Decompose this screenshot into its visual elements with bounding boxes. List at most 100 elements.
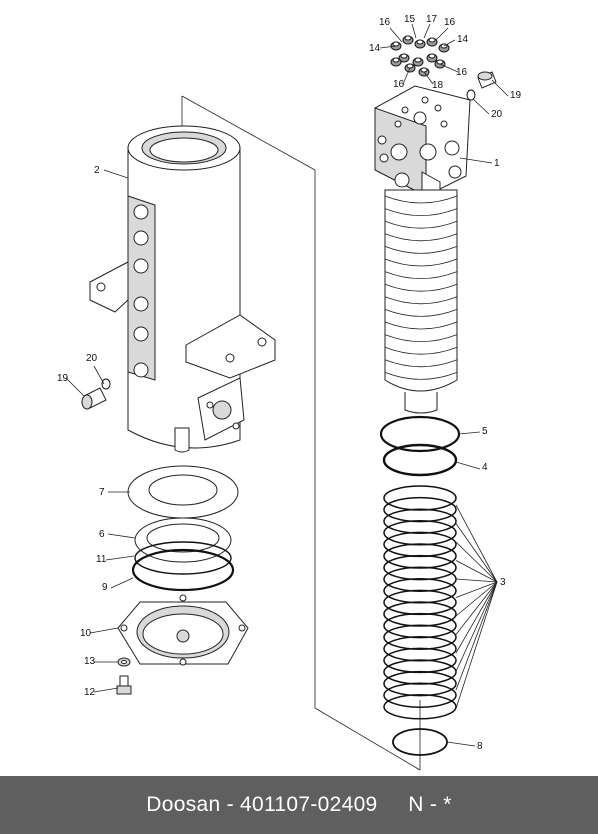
spool-groove: [384, 283, 458, 292]
callout-14-right: 14: [457, 34, 469, 45]
fitting-plug-top: [428, 37, 436, 43]
fitting-plug-top: [392, 41, 400, 47]
callout-19-right: 19: [510, 90, 522, 101]
slipper-rings: [383, 485, 457, 720]
leader-line: [411, 23, 417, 39]
fittings-cluster: [390, 35, 450, 77]
callout-labels: 1 2 3 4 5 6 7 8 9 10 11 12 13 14 14 15 1…: [57, 14, 522, 752]
callout-18: 18: [432, 80, 444, 91]
slipper-ring: [383, 578, 457, 604]
fitting-plug-top: [416, 39, 424, 45]
leader-line-ring: [455, 581, 498, 672]
leader-line-ring: [455, 581, 498, 617]
callout-4: 4: [482, 462, 488, 473]
slipper-ring: [383, 612, 457, 639]
fitting-plug-top: [414, 57, 422, 63]
fitting-plug-top: [406, 63, 414, 69]
spool-tip: [404, 392, 438, 414]
leader-line-ring: [455, 581, 498, 635]
bolt-and-washer: [116, 657, 132, 695]
spool-groove: [384, 233, 458, 242]
slipper-ring: [383, 636, 457, 662]
leader-line: [379, 45, 397, 49]
spool-groove: [384, 220, 458, 229]
callout-5: 5: [482, 426, 488, 437]
callout-16-top-left: 16: [379, 17, 391, 28]
leader-line: [65, 377, 85, 397]
footer-bar: Doosan - 401107-02409 N - *: [0, 776, 598, 834]
spool-groove: [384, 258, 458, 267]
callout-3: 3: [500, 577, 506, 588]
spacer-and-orings: [131, 517, 235, 592]
spool-groove: [384, 246, 458, 254]
fitting-plug-top: [404, 35, 412, 41]
slipper-ring: [383, 520, 457, 546]
spool-groove: [384, 334, 458, 342]
leader-line: [472, 98, 490, 115]
slipper-ring: [383, 554, 457, 581]
exploded-parts-diagram: 1 2 3 4 5 6 7 8 9 10 11 12 13 14 14 15 1…: [57, 14, 522, 771]
leader-line: [93, 365, 105, 385]
slipper-ring: [383, 531, 457, 558]
leader-line: [402, 67, 411, 85]
leader-line: [110, 577, 134, 589]
spool-groove: [384, 271, 458, 279]
leader-line: [455, 461, 481, 470]
right-plug-assembly: [466, 71, 497, 101]
leader-line: [423, 71, 434, 85]
leader-line-ring: [455, 504, 498, 583]
spool-outline: [384, 189, 458, 392]
leader-line-ring: [455, 581, 498, 709]
part-number: 401107-02409: [240, 793, 378, 816]
leader-line: [103, 169, 129, 179]
callout-20-left: 20: [86, 353, 98, 364]
fitting-plug-top: [428, 53, 436, 59]
callout-16-top-right: 16: [444, 17, 456, 28]
callout-19-left: 19: [57, 373, 69, 384]
swivel-head: [374, 85, 471, 207]
leader-line: [458, 431, 481, 435]
slipper-ring: [383, 670, 457, 697]
spool-groove: [384, 359, 458, 368]
slipper-ring: [383, 485, 457, 511]
callout-20-right: 20: [491, 109, 503, 120]
leader-line-ring: [455, 581, 498, 654]
left-plug-assembly: [81, 378, 111, 410]
leader-line: [435, 27, 449, 41]
leader-line-ring: [455, 578, 498, 583]
leader-line: [443, 39, 456, 47]
slipper-ring: [383, 624, 457, 650]
footer-caption: Doosan - 401107-02409 N - *: [146, 793, 451, 817]
slipper-ring: [383, 496, 457, 523]
callout-1: 1: [494, 158, 500, 169]
spool-groove: [384, 321, 458, 330]
leader-line-ring: [455, 581, 498, 691]
slipper-ring: [383, 543, 457, 569]
leader-line: [459, 157, 493, 164]
seal-rings: [379, 415, 461, 477]
slipper-ring: [383, 659, 457, 685]
leader-line: [105, 555, 135, 561]
leader-line-ring: [455, 523, 498, 583]
fitting-plug-top: [436, 59, 444, 65]
brand-name: Doosan: [146, 793, 221, 816]
leader-line: [491, 79, 509, 97]
fitting-plug-top: [392, 57, 400, 63]
callout-10: 10: [80, 628, 92, 639]
leader-line: [89, 627, 119, 634]
gap: [378, 793, 409, 816]
callout-9: 9: [102, 582, 108, 593]
leader-line: [439, 63, 459, 73]
callout-6: 6: [99, 529, 105, 540]
spool-groove: [384, 346, 458, 355]
housing-part: [89, 125, 276, 453]
slipper-ring: [383, 601, 457, 627]
callout-16-bottom-right: 16: [456, 67, 468, 78]
callout-12: 12: [84, 687, 96, 698]
leader-line: [389, 27, 403, 43]
callout-17: 17: [426, 14, 438, 25]
leader-lines: [65, 23, 509, 747]
callout-7: 7: [99, 487, 105, 498]
leader-line-ring: [455, 541, 498, 583]
